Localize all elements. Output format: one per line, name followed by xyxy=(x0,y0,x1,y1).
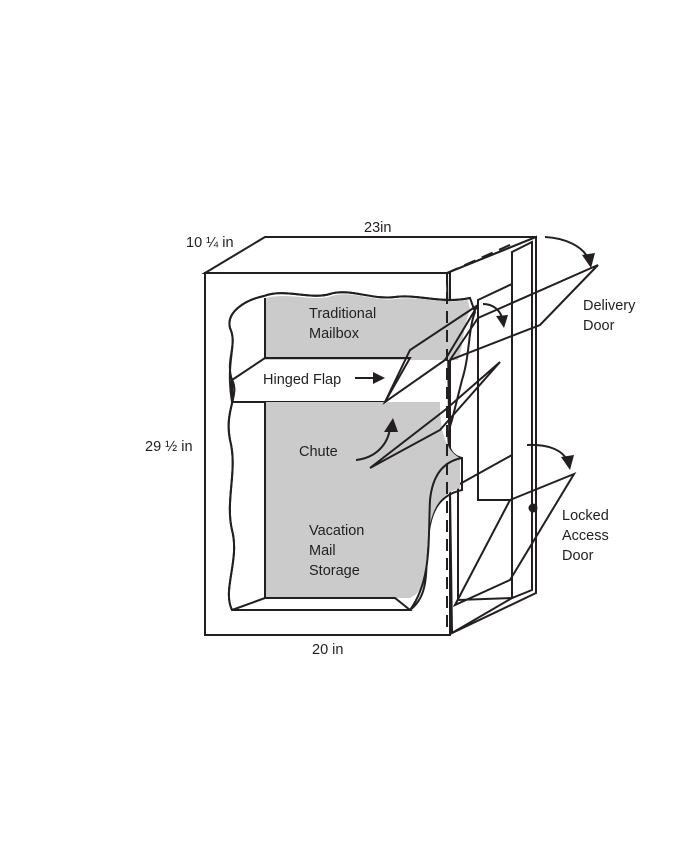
vacation-storage-label-line2: Mail xyxy=(309,543,336,559)
top-width-label: 23in xyxy=(364,220,391,236)
vacation-storage-area xyxy=(265,402,460,598)
height-label: 29 ½ in xyxy=(145,439,193,455)
chute-label: Chute xyxy=(299,444,338,460)
hinged-flap xyxy=(382,304,479,406)
access-door-arrowhead xyxy=(561,455,574,470)
cutaway-outline xyxy=(227,291,471,611)
box-side-face xyxy=(445,235,537,635)
chute-arrow xyxy=(355,427,391,461)
delivery-door-arrowhead xyxy=(582,253,595,268)
delivery-door-label-line2: Door xyxy=(583,318,615,334)
side-bottom-edge xyxy=(451,597,513,634)
storage-floor xyxy=(231,597,413,611)
depth-label: 10 ¼ in xyxy=(186,235,234,251)
bottom-width-label: 20 in xyxy=(312,642,343,658)
traditional-mailbox-label-line1: Traditional xyxy=(309,306,376,322)
vacation-storage-label-line3: Storage xyxy=(309,563,360,579)
side-lower-interior xyxy=(457,453,513,602)
delivery-door xyxy=(447,264,599,363)
hidden-edge-top xyxy=(446,243,513,274)
traditional-mailbox-area xyxy=(265,294,470,360)
chute-panel xyxy=(369,361,501,469)
locked-access-door xyxy=(452,471,577,608)
hinged-flap-label: Hinged Flap xyxy=(263,372,341,388)
lock-keyhole xyxy=(528,503,538,513)
inner-door-arrowhead xyxy=(496,315,508,328)
locked-access-door-label-line1: Locked xyxy=(562,508,609,524)
hinged-flap-arrowhead xyxy=(373,372,385,384)
delivery-door-label-line1: Delivery xyxy=(583,298,636,314)
locked-access-door-label-line2: Access xyxy=(562,528,609,544)
vacation-storage-label-line1: Vacation xyxy=(309,523,364,539)
locked-access-door-label-line3: Door xyxy=(562,548,594,564)
delivery-door-arrow xyxy=(544,236,589,259)
traditional-mailbox-label-line2: Mailbox xyxy=(309,326,360,342)
chute-arrowhead xyxy=(384,418,398,432)
